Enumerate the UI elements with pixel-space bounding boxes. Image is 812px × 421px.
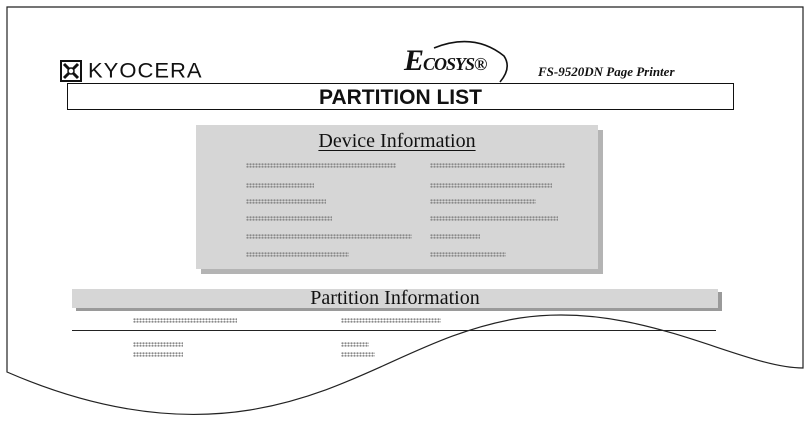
page-title: PARTITION LIST	[319, 86, 482, 109]
ecosys-logo-rest: COSYS	[423, 54, 475, 74]
ecosys-logo: ECOSYS®	[404, 38, 514, 84]
placeholder-line	[246, 234, 412, 239]
ecosys-arc-icon	[433, 40, 508, 83]
placeholder-cell	[341, 352, 375, 357]
kyocera-logo-icon	[60, 60, 82, 82]
placeholder-line	[430, 183, 552, 188]
placeholder-line	[430, 234, 480, 239]
placeholder-column-header	[133, 318, 237, 323]
ecosys-registered-mark: ®	[474, 54, 487, 74]
brand-name: KYOCERA	[88, 58, 203, 83]
placeholder-line	[430, 199, 536, 204]
brand-logo: KYOCERA	[60, 58, 203, 84]
device-info-heading-text: Device Information	[318, 130, 476, 152]
placeholder-cell	[133, 342, 183, 347]
placeholder-column-header	[341, 318, 441, 323]
placeholder-cell	[133, 352, 183, 357]
placeholder-line	[246, 252, 349, 257]
placeholder-line	[430, 252, 506, 257]
printer-model: FS-9520DN Page Printer	[538, 64, 675, 79]
placeholder-cell	[341, 342, 369, 347]
header-rule	[72, 330, 716, 331]
placeholder-line	[430, 163, 565, 168]
placeholder-line	[246, 216, 332, 221]
partition-info-heading: Partition Information	[310, 287, 480, 309]
placeholder-line	[246, 183, 314, 188]
placeholder-line	[430, 216, 558, 221]
device-info-heading: Device Information	[196, 130, 598, 153]
title-box: PARTITION LIST	[67, 83, 734, 110]
ecosys-logo-initial: E	[404, 44, 424, 77]
device-info-panel: Device Information	[196, 125, 598, 269]
partition-info-band: Partition Information	[72, 287, 718, 309]
ecosys-logo-text: ECOSYS®	[404, 44, 488, 78]
placeholder-line	[246, 199, 326, 204]
placeholder-line	[246, 163, 396, 168]
